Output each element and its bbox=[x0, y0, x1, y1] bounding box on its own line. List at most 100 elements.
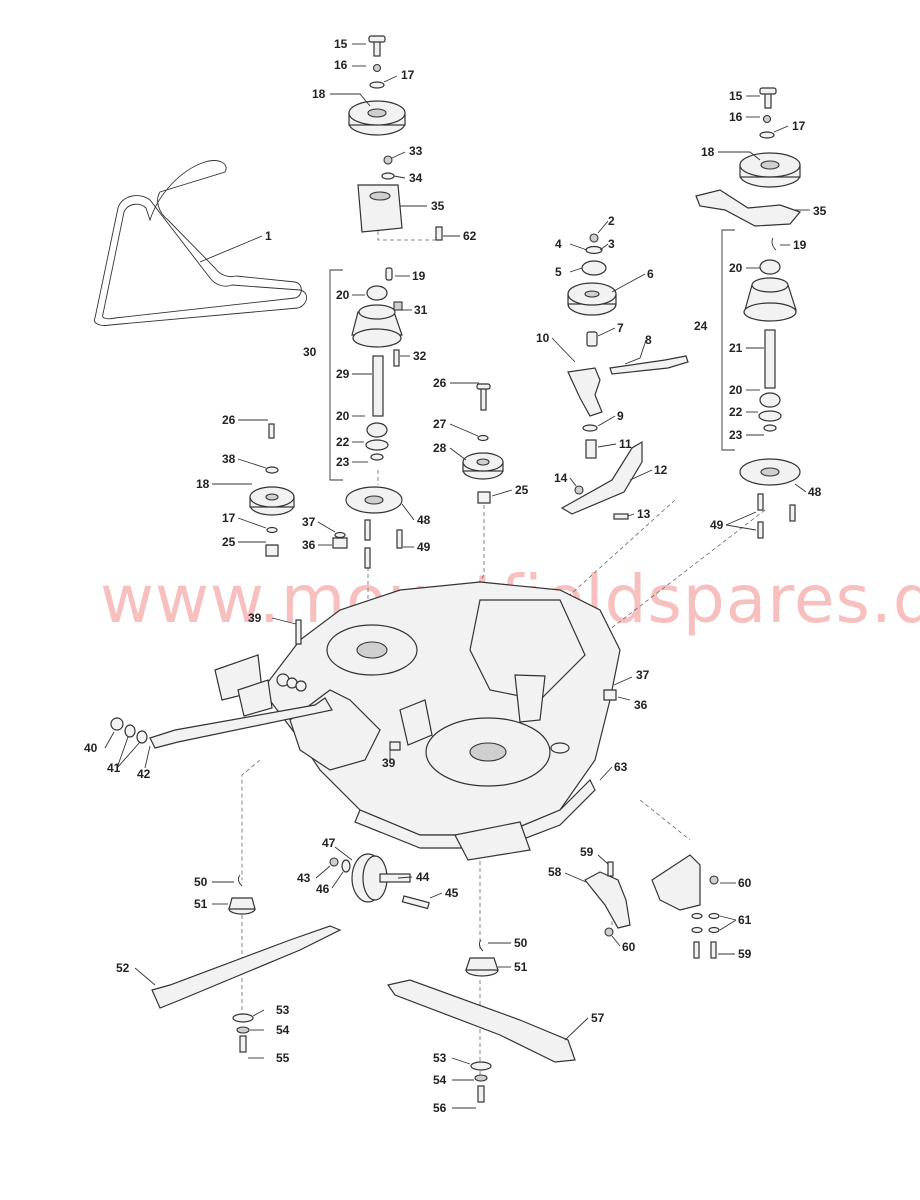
callout-label: 25 bbox=[222, 535, 236, 549]
callout-label: 45 bbox=[445, 886, 459, 900]
callout-label: 49 bbox=[710, 518, 724, 532]
callout-label: 48 bbox=[808, 485, 822, 499]
callout-label: 24 bbox=[694, 319, 708, 333]
callout-label: 18 bbox=[312, 87, 326, 101]
callout-label: 18 bbox=[196, 477, 210, 491]
callout-label: 37 bbox=[302, 515, 316, 529]
callout-label: 33 bbox=[409, 144, 423, 158]
callout-label: 13 bbox=[637, 507, 651, 521]
callout-label: 38 bbox=[222, 452, 236, 466]
callout-label: 35 bbox=[431, 199, 445, 213]
deck-link-bar bbox=[110, 697, 333, 749]
callout-label: 2 bbox=[608, 214, 615, 228]
callout-label: 44 bbox=[416, 870, 430, 884]
callout-label: 25 bbox=[515, 483, 529, 497]
callout-label: 39 bbox=[248, 611, 262, 625]
callout-label: 16 bbox=[334, 58, 348, 72]
callout-label: 51 bbox=[514, 960, 528, 974]
callout-label: 11 bbox=[619, 437, 632, 451]
leader-lines bbox=[104, 43, 810, 1109]
callout-label: 42 bbox=[137, 767, 151, 781]
deflector-brackets bbox=[584, 854, 720, 959]
callout-label: 47 bbox=[322, 836, 336, 850]
callout-label: 10 bbox=[536, 331, 550, 345]
part-63-mower-deck bbox=[214, 581, 621, 861]
callout-label: 37 bbox=[636, 668, 650, 682]
callout-label: 28 bbox=[433, 441, 447, 455]
callout-label: 53 bbox=[433, 1051, 447, 1065]
callout-label: 18 bbox=[701, 145, 715, 159]
callout-label: 32 bbox=[413, 349, 427, 363]
callout-label: 15 bbox=[729, 89, 743, 103]
callout-label: 17 bbox=[222, 511, 236, 525]
callout-label: 58 bbox=[548, 865, 562, 879]
callout-label: 14 bbox=[554, 471, 568, 485]
callout-label: 27 bbox=[433, 417, 447, 431]
callout-label: 56 bbox=[433, 1101, 447, 1115]
callout-label: 41 bbox=[107, 761, 121, 775]
callout-label: 43 bbox=[297, 871, 311, 885]
callout-label: 60 bbox=[622, 940, 636, 954]
callout-label: 15 bbox=[334, 37, 348, 51]
caster-wheel-assembly bbox=[329, 853, 430, 910]
callout-label: 48 bbox=[417, 513, 431, 527]
right-spindle-assembly bbox=[695, 87, 802, 539]
callout-label: 7 bbox=[617, 321, 624, 335]
callout-label: 36 bbox=[634, 698, 648, 712]
callout-label: 26 bbox=[222, 413, 236, 427]
callout-label: 20 bbox=[729, 383, 743, 397]
callout-label: 16 bbox=[729, 110, 743, 124]
left-blade-assembly bbox=[151, 874, 342, 1053]
callout-label: 40 bbox=[84, 741, 98, 755]
callout-label: 3 bbox=[608, 237, 615, 251]
callout-label: 6 bbox=[647, 267, 654, 281]
callout-label: 9 bbox=[617, 409, 624, 423]
callout-label: 20 bbox=[336, 409, 350, 423]
callout-label: 60 bbox=[738, 876, 752, 890]
callout-label: 23 bbox=[336, 455, 350, 469]
callout-label: 31 bbox=[414, 303, 428, 317]
tensioner-assembly bbox=[560, 233, 689, 520]
callout-label: 30 bbox=[303, 345, 317, 359]
callout-label: 22 bbox=[336, 435, 350, 449]
callout-label: 20 bbox=[729, 261, 743, 275]
callout-label: 39 bbox=[382, 756, 396, 770]
callout-label: 22 bbox=[729, 405, 743, 419]
callout-label: 1 bbox=[265, 229, 272, 243]
callout-label: 55 bbox=[276, 1051, 290, 1065]
callout-label: 19 bbox=[793, 238, 807, 252]
callout-label: 17 bbox=[401, 68, 415, 82]
callout-label: 12 bbox=[654, 463, 668, 477]
callout-label: 8 bbox=[645, 333, 652, 347]
callout-label: 29 bbox=[336, 367, 350, 381]
callout-label: 54 bbox=[276, 1023, 290, 1037]
callout-label: 52 bbox=[116, 961, 130, 975]
callout-label: 53 bbox=[276, 1003, 290, 1017]
callout-label: 36 bbox=[302, 538, 316, 552]
callout-label: 26 bbox=[433, 376, 447, 390]
callout-label: 62 bbox=[463, 229, 477, 243]
callout-label: 34 bbox=[409, 171, 423, 185]
right-blade-assembly bbox=[386, 939, 576, 1103]
callout-label: 5 bbox=[555, 265, 562, 279]
callout-label: 49 bbox=[417, 540, 431, 554]
callout-label: 4 bbox=[555, 237, 562, 251]
callout-label: 21 bbox=[729, 341, 743, 355]
callout-label: 59 bbox=[580, 845, 594, 859]
callout-label: 57 bbox=[591, 1011, 605, 1025]
callout-label: 54 bbox=[433, 1073, 447, 1087]
callout-label: 23 bbox=[729, 428, 743, 442]
callout-label: 61 bbox=[738, 913, 752, 927]
callout-label: 50 bbox=[514, 936, 528, 950]
left-idler-assembly bbox=[249, 423, 348, 557]
callout-label: 46 bbox=[316, 882, 330, 896]
callout-label: 17 bbox=[792, 119, 806, 133]
part-1-drive-belt bbox=[93, 160, 307, 326]
callout-label: 59 bbox=[738, 947, 752, 961]
callout-label: 50 bbox=[194, 875, 208, 889]
callout-label: 20 bbox=[336, 288, 350, 302]
callout-labels: 15 16 17 18 33 34 35 62 1 19 20 31 30 32… bbox=[84, 37, 827, 1115]
callout-label: 51 bbox=[194, 897, 208, 911]
callout-label: 63 bbox=[614, 760, 628, 774]
